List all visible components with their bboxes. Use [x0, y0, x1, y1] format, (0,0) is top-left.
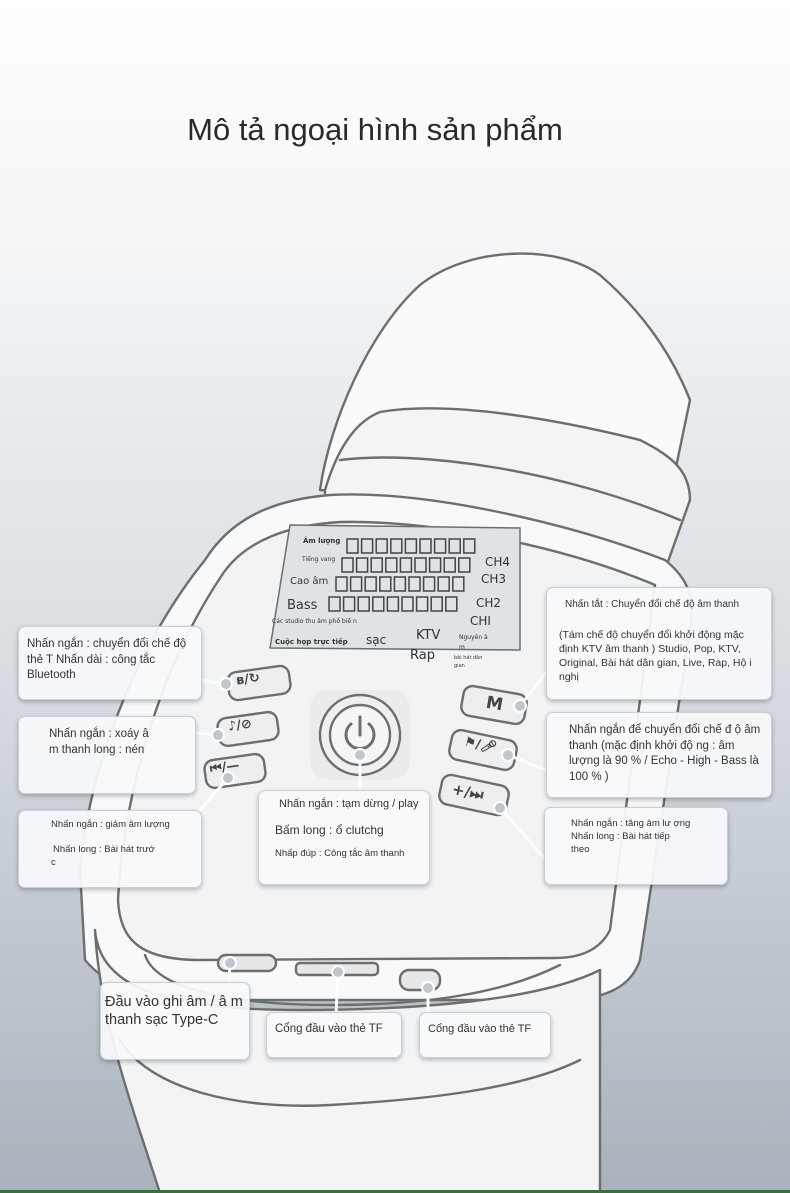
callout-vocal-line2: m thanh long : nén [49, 743, 145, 756]
callout-prev-line1: Nhấn ngắn : giảm âm lượng [51, 819, 170, 830]
lcd-segment [335, 576, 348, 592]
lcd-original-label: Nguyên â m [459, 634, 488, 651]
lcd-segment [375, 538, 388, 554]
lcd-segment [386, 596, 400, 612]
lcd-segment [445, 596, 458, 612]
lcd-segment [443, 557, 456, 573]
callout-mode-body: (Tám chế độ chuyển đổi khởi động mặc địn… [559, 628, 752, 684]
callout-effect: Nhấn ngắn để chuyển đổi chế đ ộ âm thanh… [546, 712, 772, 798]
lcd-ch3-label: CH3 [481, 572, 507, 586]
lcd-segment [357, 596, 370, 612]
callout-typec: Đầu vào ghi âm / â m thanh sạc Type-C [100, 982, 250, 1060]
callout-prev: Nhấn ngắn : giảm âm lượng Nhấn long : Bà… [18, 810, 202, 888]
callout-next: Nhấn ngắn : tăng âm lư ợng Nhấn long : B… [544, 807, 728, 885]
lcd-segment [342, 596, 356, 612]
lcd-segment [408, 576, 421, 592]
m-button-label: M [484, 692, 505, 716]
m-button [460, 684, 528, 726]
callout-next-line1: Nhấn ngắn : tăng âm lư ợng [571, 818, 691, 829]
lcd-segment [341, 557, 354, 573]
lcd-segment [428, 557, 442, 573]
lcd-studio-label: Các studio thu âm phổ biế n [272, 618, 357, 625]
lcd-segment [415, 596, 429, 612]
lcd-rap-label: Rap [410, 648, 435, 663]
lcd-segment [385, 557, 398, 573]
lcd-segment [360, 538, 374, 554]
lcd-segment [458, 557, 471, 573]
callout-vocal-line1: Nhấn ngắn : xoáy â [49, 728, 149, 740]
lcd-segment [401, 596, 414, 612]
callout-effect-text: Nhấn ngắn để chuyển đổi chế đ ộ âm thanh… [569, 724, 761, 783]
lcd-segment [419, 538, 432, 554]
lcd-segment [372, 596, 385, 612]
lcd-segment [346, 538, 359, 554]
lcd-folk-label: bài hát dân gian [454, 655, 483, 669]
lcd-ch4-label: CH4 [485, 555, 511, 569]
lcd-segment [430, 596, 443, 612]
prev-button [203, 752, 267, 790]
callout-mode-title: Nhấn tắt : Chuyển đổi chế độ âm thanh [565, 599, 740, 610]
lcd-ktv-label: KTV [416, 628, 441, 643]
callout-vocal: Nhấn ngắn : xoáy â m thanh long : nén [18, 716, 196, 794]
lcd-segment [393, 576, 407, 592]
lcd-segment [355, 557, 369, 573]
callout-next-line2: Nhấn long : Bài hát tiếp theo [571, 830, 670, 855]
callout-tf2-text: Cổng đầu vào thẻ TF [428, 1023, 532, 1035]
callout-prev-line3: c [51, 856, 56, 868]
lcd-segment [414, 557, 427, 573]
lcd-segment [399, 557, 413, 573]
page-title: Mô tả ngoại hình sản phẩm [187, 112, 563, 147]
callout-power: Nhấn ngắn : tạm dừng / play Bấm long : ổ… [258, 790, 430, 885]
lcd-segment [404, 538, 418, 554]
lcd-ch1-label: CHI [470, 614, 491, 628]
callout-typec-text: Đầu vào ghi âm / â m thanh sạc Type-C [105, 994, 243, 1029]
lcd-bass-label: Bass [287, 598, 318, 613]
lcd-ch2-label: CH2 [476, 596, 502, 610]
lcd-segment [422, 576, 436, 592]
lcd-segment [433, 538, 447, 554]
callout-power-line3: Nhấp đúp : Công tắc âm thanh [275, 848, 405, 860]
callout-tf1-text: Cổng đầu vào thẻ TF [275, 1023, 383, 1035]
lcd-segment [448, 538, 461, 554]
next-button [438, 773, 510, 817]
lcd-treble-label: Cao âm [290, 576, 329, 587]
lcd-segment [328, 596, 341, 612]
callout-power-line1: Nhấn ngắn : tạm dừng / play [279, 798, 419, 810]
lcd-segment [370, 557, 383, 573]
lcd-charge-label: sạc [366, 633, 387, 647]
lcd-segment [463, 538, 476, 554]
callout-mode: Nhấn tắt : Chuyển đổi chế độ âm thanh (T… [546, 587, 772, 700]
lcd-live-label: Cuộc họp trực tiếp [275, 638, 348, 646]
lcd-segment [349, 576, 363, 592]
lcd-segment [452, 576, 465, 592]
lcd-segment [437, 576, 450, 592]
lcd-volume-label: Âm lượng [303, 537, 341, 545]
callout-tf1: Cổng đầu vào thẻ TF [266, 1012, 402, 1058]
lcd-reverb-label: Tiếng vang [302, 556, 336, 563]
callout-tf2: Cổng đầu vào thẻ TF [419, 1012, 551, 1058]
lcd-segment [364, 576, 377, 592]
bottom-accent-line [0, 1190, 790, 1193]
callout-bluetooth-text: Nhấn ngắn : chuyển đổi chế độ thẻ T Nhấn… [27, 638, 187, 682]
lcd-segment [390, 538, 403, 554]
callout-power-line2: Bấm long : ổ clutchg [275, 822, 384, 837]
callout-bluetooth: Nhấn ngắn : chuyển đổi chế độ thẻ T Nhấn… [18, 626, 202, 700]
lcd-segment [379, 576, 392, 592]
callout-prev-line2: Nhấn long : Bài hát trướ [53, 843, 155, 855]
